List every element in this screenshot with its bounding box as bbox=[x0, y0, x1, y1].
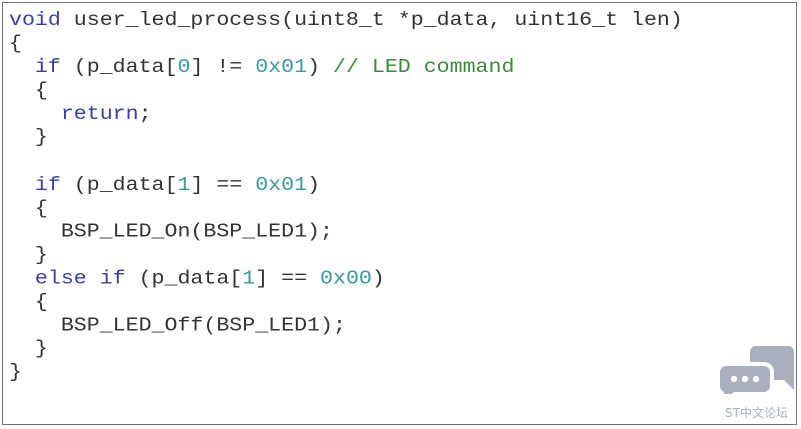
code-token: (p_data[ bbox=[60, 56, 178, 79]
code-token: ) bbox=[307, 56, 334, 79]
code-line: } bbox=[9, 126, 683, 149]
code-token: (p_data[ bbox=[125, 268, 243, 290]
code-token: ] != bbox=[190, 56, 256, 79]
code-line: BSP_LED_On(BSP_LED1); bbox=[9, 220, 683, 243]
code-line: } bbox=[9, 338, 683, 361]
code-token: { bbox=[9, 291, 48, 314]
code-token: if bbox=[34, 174, 61, 196]
code-token: (p_data[ bbox=[60, 174, 178, 196]
code-token bbox=[9, 104, 61, 126]
code-token bbox=[9, 268, 35, 290]
code-token: 0x01 bbox=[255, 56, 308, 79]
code-token: BSP_LED_Off(BSP_LED1); bbox=[9, 315, 346, 337]
code-token: 0x01 bbox=[255, 174, 308, 196]
code-line: } bbox=[9, 361, 683, 384]
code-token: 0x00 bbox=[320, 268, 372, 290]
code-line: else if (p_data[1] == 0x00) bbox=[9, 267, 683, 290]
code-line: if (p_data[1] == 0x01) bbox=[9, 173, 683, 196]
code-token: user_led_process(uint8_t *p_data, uint16… bbox=[60, 9, 683, 32]
code-token: } bbox=[9, 127, 48, 149]
code-token: } bbox=[9, 338, 48, 361]
code-line: { bbox=[9, 197, 683, 220]
code-token: ) bbox=[307, 174, 321, 196]
code-token: { bbox=[9, 197, 48, 220]
code-line bbox=[9, 150, 683, 173]
code-token: return bbox=[60, 103, 139, 126]
code-frame: void user_led_process(uint8_t *p_data, u… bbox=[2, 2, 797, 425]
code-line: { bbox=[9, 291, 683, 314]
code-token: ) bbox=[371, 268, 385, 290]
code-line: { bbox=[9, 79, 683, 102]
code-token: void bbox=[9, 9, 61, 32]
code-token: { bbox=[9, 80, 48, 102]
code-token: // LED command bbox=[333, 56, 515, 79]
code-line: BSP_LED_Off(BSP_LED1); bbox=[9, 314, 683, 337]
code-token: 1 bbox=[242, 268, 256, 290]
code-line: } bbox=[9, 244, 683, 267]
watermark-text: ST中文论坛 bbox=[725, 406, 788, 420]
code-token: } bbox=[9, 244, 48, 267]
code-token: 0 bbox=[177, 56, 191, 79]
code-line: if (p_data[0] != 0x01) // LED command bbox=[9, 56, 683, 79]
code-token: ] == bbox=[190, 174, 256, 196]
code-token: else if bbox=[34, 268, 126, 290]
code-token: if bbox=[34, 56, 61, 79]
code-token: ; bbox=[138, 103, 152, 126]
code-token: BSP_LED_On(BSP_LED1); bbox=[9, 221, 333, 243]
code-block: void user_led_process(uint8_t *p_data, u… bbox=[9, 9, 683, 385]
code-token: 1 bbox=[177, 174, 191, 196]
code-line: void user_led_process(uint8_t *p_data, u… bbox=[9, 9, 683, 32]
code-line: return; bbox=[9, 103, 683, 126]
code-line: { bbox=[9, 32, 683, 55]
code-token bbox=[9, 174, 35, 196]
chat-bubbles-icon bbox=[720, 346, 794, 394]
code-token: ] == bbox=[255, 268, 321, 290]
code-token: { bbox=[9, 33, 22, 55]
code-token bbox=[9, 57, 35, 79]
code-token: } bbox=[9, 362, 22, 384]
